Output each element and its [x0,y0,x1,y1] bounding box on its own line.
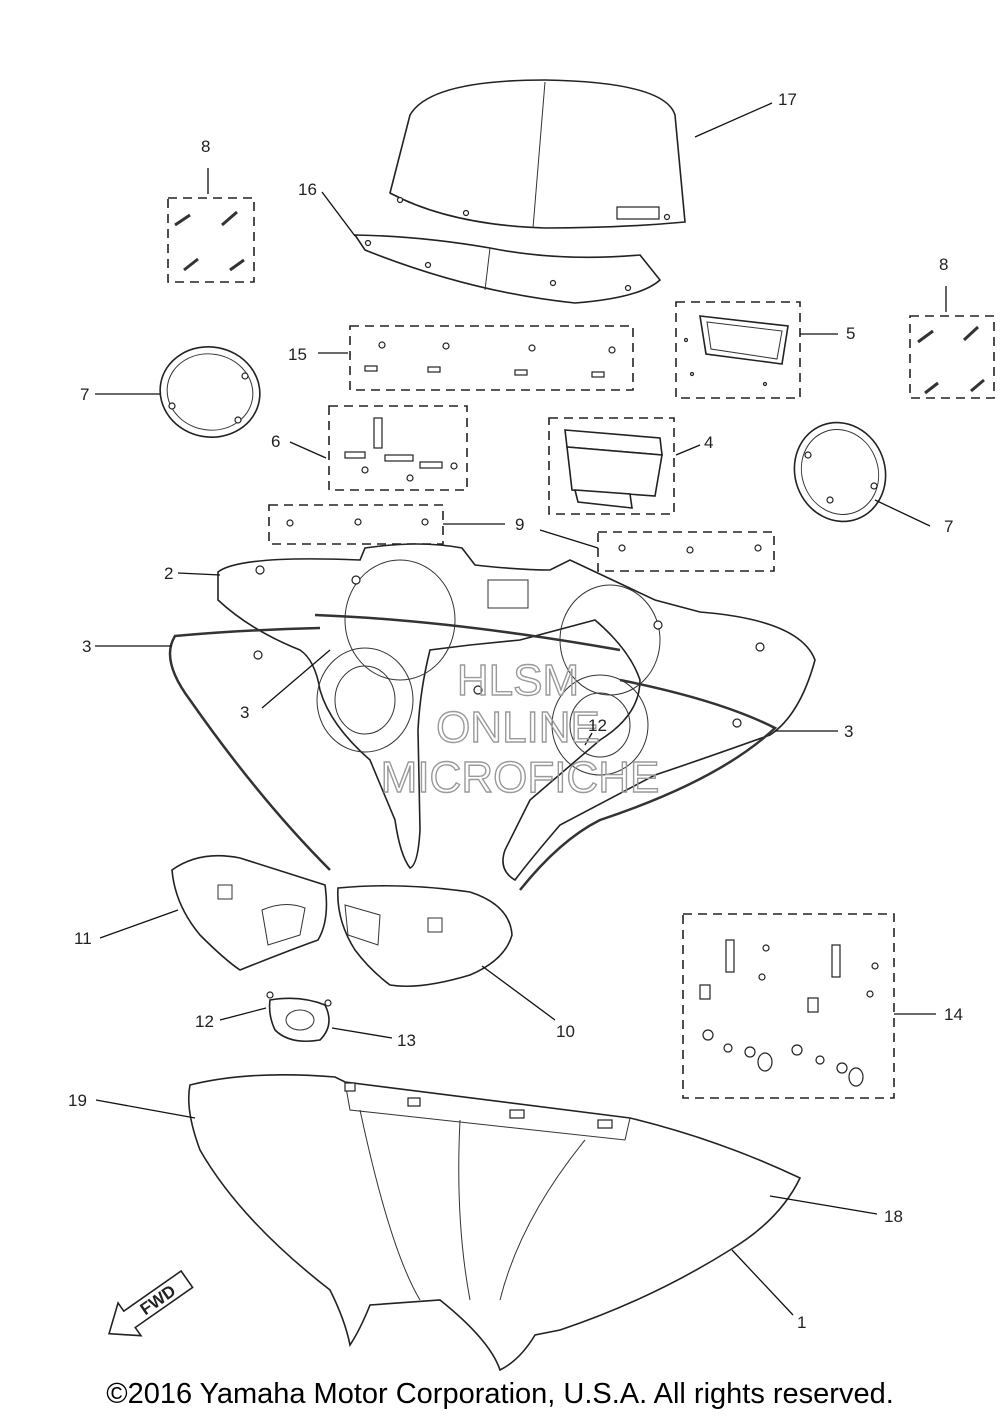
callout-5: 5 [846,324,855,343]
callout-4: 4 [704,433,713,452]
screw-set-part-8-right [909,286,995,399]
windshield-trim-part-16 [353,234,662,304]
callout-13: 13 [397,1031,416,1050]
callout-3-left: 3 [82,637,91,656]
fastener-set-part-6 [289,405,468,491]
forward-arrow-icon: FWD [107,1269,194,1337]
speaker-ring-part-7-right [793,421,931,527]
callout-14: 14 [944,1005,963,1024]
display-bracket-part-4 [548,417,701,515]
callout-10: 10 [556,1022,575,1041]
callout-7-left: 7 [80,385,89,404]
callout-16: 16 [298,180,317,199]
callout-3-center: 3 [240,703,249,722]
callout-18: 18 [884,1207,903,1226]
callout-1: 1 [797,1313,806,1332]
callout-8-left: 8 [201,137,210,156]
watermark-line-1: HLSM [457,656,579,705]
callout-15: 15 [288,345,307,364]
watermark: HLSM ONLINE MICROFICHE [380,655,660,802]
windshield-part-17 [389,79,686,229]
callout-7-right: 7 [944,517,953,536]
leader-12-upper [584,732,593,746]
callout-8-right: 8 [939,255,948,274]
cover-part-11 [99,854,328,971]
callout-11: 11 [74,929,92,948]
callout-3-right: 3 [844,722,853,741]
screw-set-part-8-left [167,168,255,283]
hardware-set-part-14 [682,913,936,1099]
callout-19: 19 [68,1091,87,1110]
fastener-set-part-9 [268,504,775,572]
leader-16 [321,191,356,237]
leader-17 [694,102,773,138]
watermark-line-3: MICROFICHE [381,753,660,802]
callout-2: 2 [164,564,173,583]
outer-fairing-part-1 [95,1073,878,1372]
speaker-ring-part-7-left [95,346,261,438]
cover-part-10 [337,884,556,1021]
callout-9: 9 [515,515,524,534]
display-frame-part-5 [675,301,838,399]
fastener-set-part-15 [318,325,634,391]
callout-6: 6 [271,432,280,451]
inner-fairing-part-2 [177,543,816,882]
callout-17: 17 [778,90,797,109]
copyright-notice: ©2016 Yamaha Motor Corporation, U.S.A. A… [106,1378,894,1410]
bracket-part-13 [219,991,393,1043]
edge-trim-part-3 [95,613,838,891]
callout-12-lower: 12 [195,1012,214,1031]
callout-12-upper: 12 [588,716,607,735]
watermark-line-2: ONLINE [436,703,600,752]
